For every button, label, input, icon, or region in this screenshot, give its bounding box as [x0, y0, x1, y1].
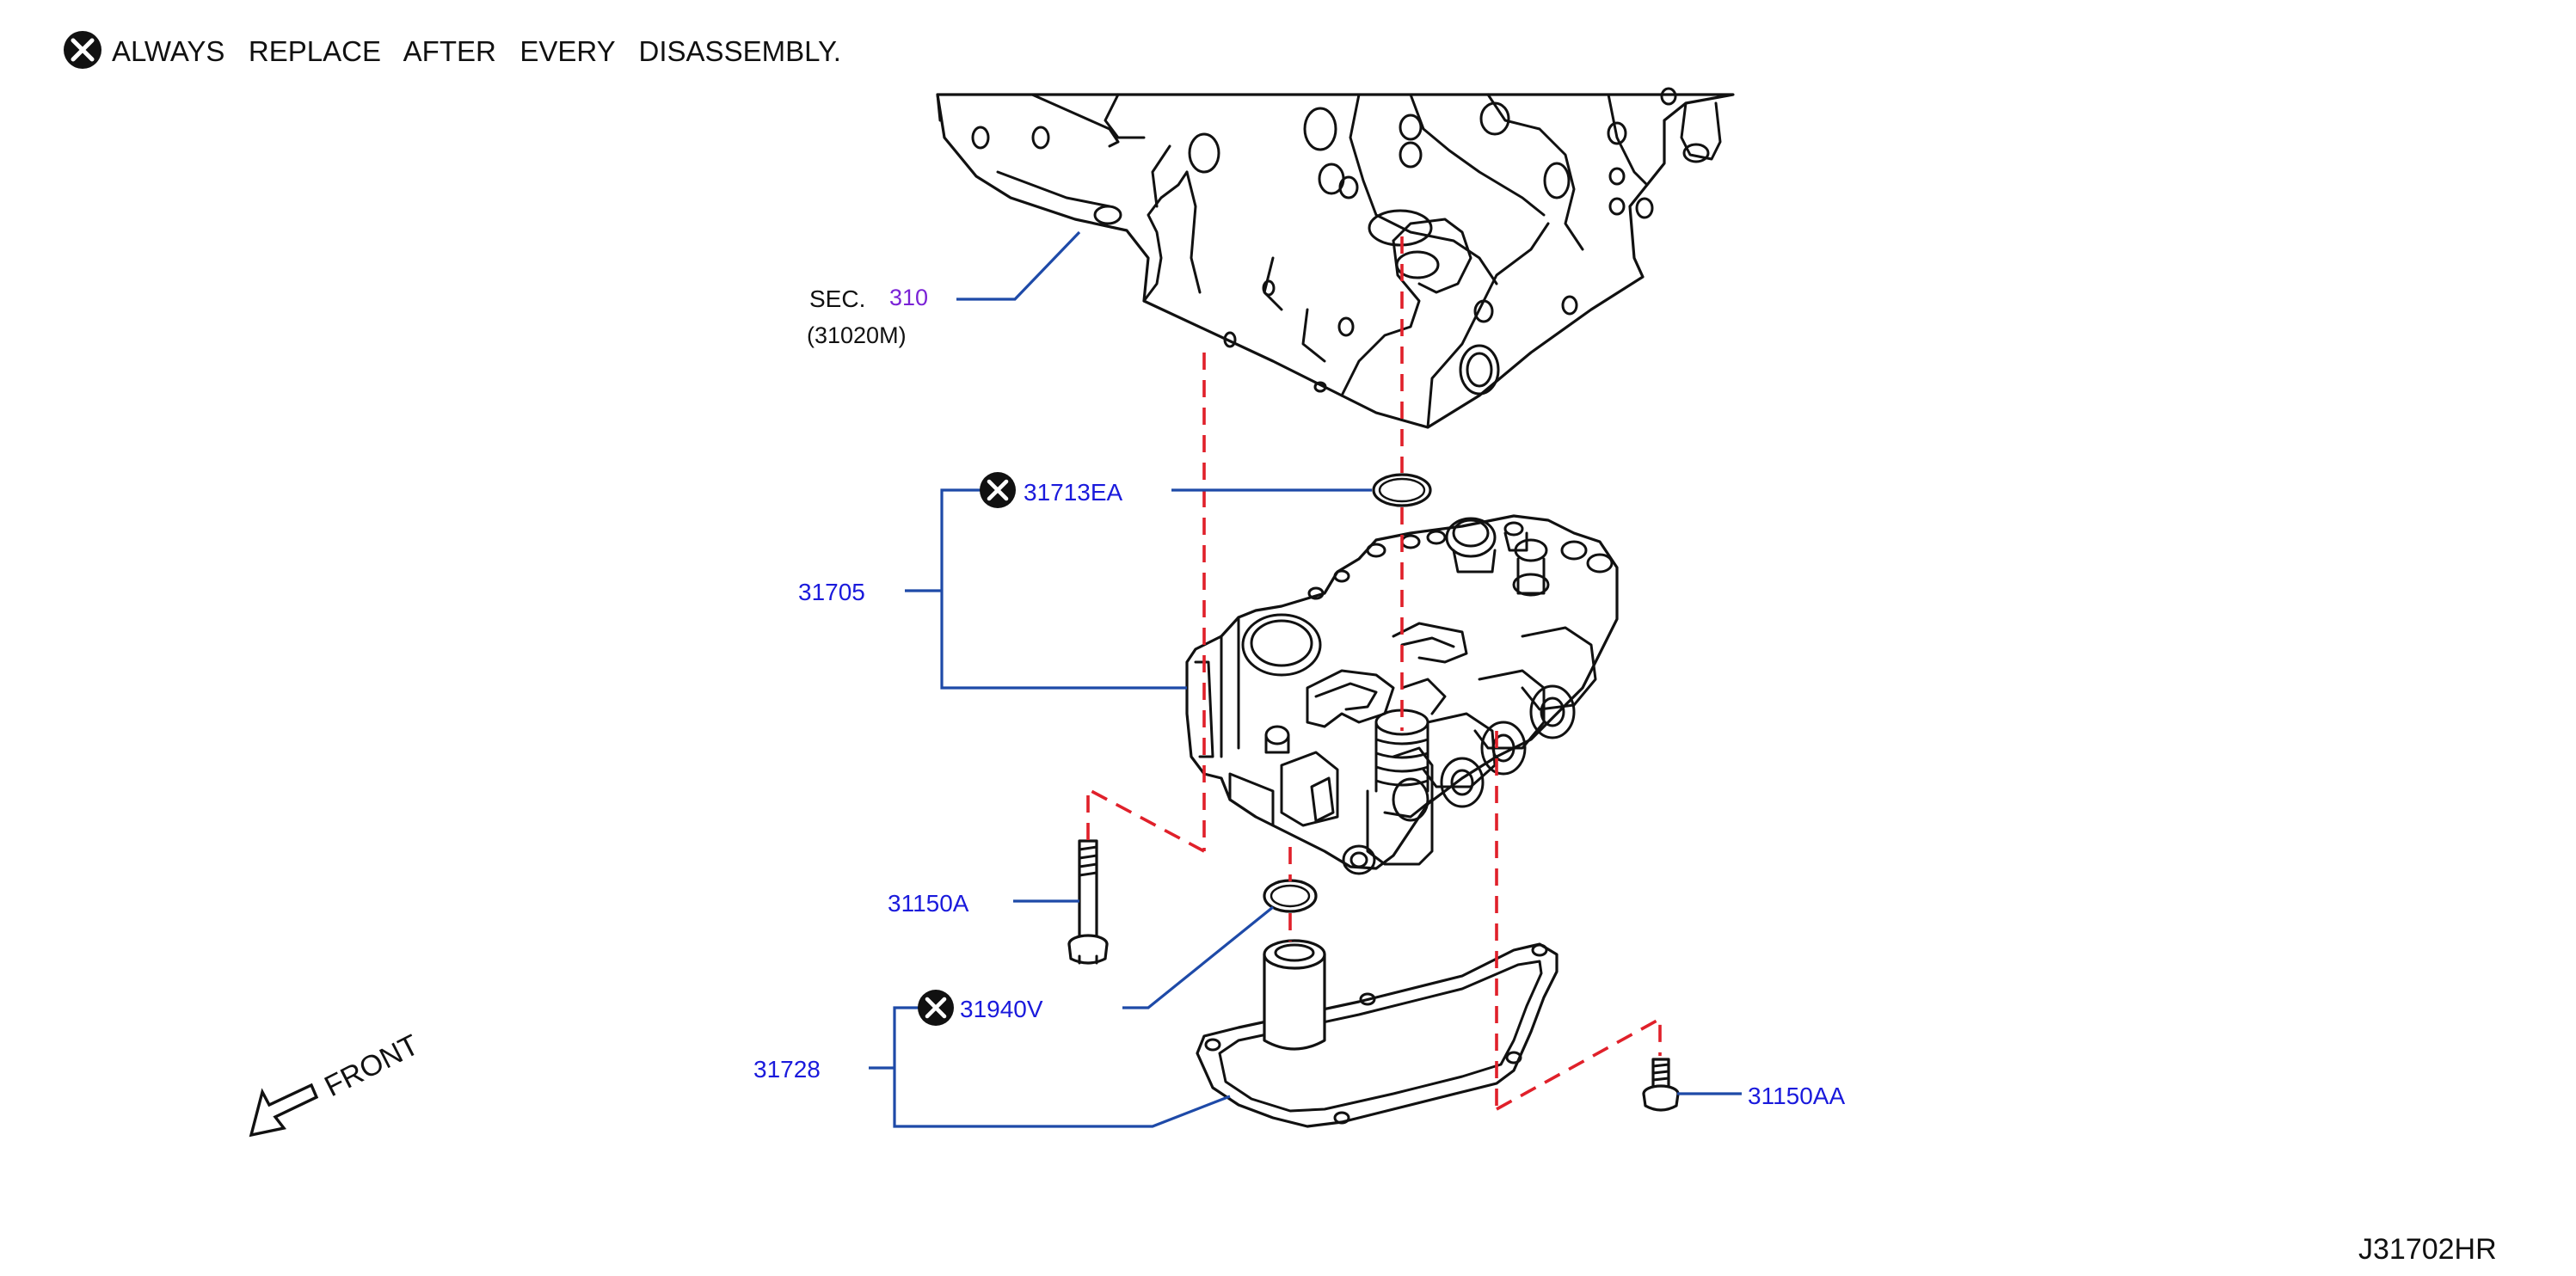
alignment-lines — [1086, 236, 1662, 1111]
sec-prefix: SEC. — [809, 285, 865, 312]
control-valve — [1185, 514, 1619, 875]
part-number-31150a[interactable]: 31150A — [888, 890, 969, 917]
callout-sec-310[interactable]: SEC. 310 (31020M) — [807, 285, 928, 348]
front-indicator: FRONT — [249, 1028, 424, 1138]
part-number-31940v[interactable]: 31940V — [960, 996, 1043, 1022]
notice: ALWAYS REPLACE AFTER EVERY DISASSEMBLY. — [64, 31, 841, 69]
part-number-31150aa[interactable]: 31150AA — [1748, 1083, 1845, 1109]
replace-mark-icon — [64, 31, 101, 69]
replace-mark-icon — [918, 990, 954, 1026]
o-ring-upper — [1372, 473, 1432, 507]
part-number-31728[interactable]: 31728 — [753, 1056, 821, 1083]
front-label: FRONT — [319, 1028, 424, 1103]
callout-31713ea[interactable]: 31713EA — [980, 472, 1123, 508]
replace-mark-icon — [980, 472, 1016, 508]
callout-31940v[interactable]: 31940V — [918, 990, 1043, 1026]
transmission-case — [936, 87, 1735, 429]
part-number-31705[interactable]: 31705 — [798, 579, 865, 605]
bolt-short — [1642, 1058, 1680, 1112]
part-number-31713ea[interactable]: 31713EA — [1024, 479, 1123, 506]
sec-subnumber: (31020M) — [807, 322, 907, 348]
front-arrow-icon — [249, 1083, 319, 1138]
notice-text: ALWAYS REPLACE AFTER EVERY DISASSEMBLY. — [112, 35, 841, 67]
oil-strainer — [1196, 939, 1559, 1128]
sec-number-link[interactable]: 310 — [889, 285, 928, 310]
diagram-code: J31702HR — [2358, 1233, 2497, 1266]
bolt-long — [1067, 839, 1109, 965]
leader-lines — [869, 230, 1742, 1128]
